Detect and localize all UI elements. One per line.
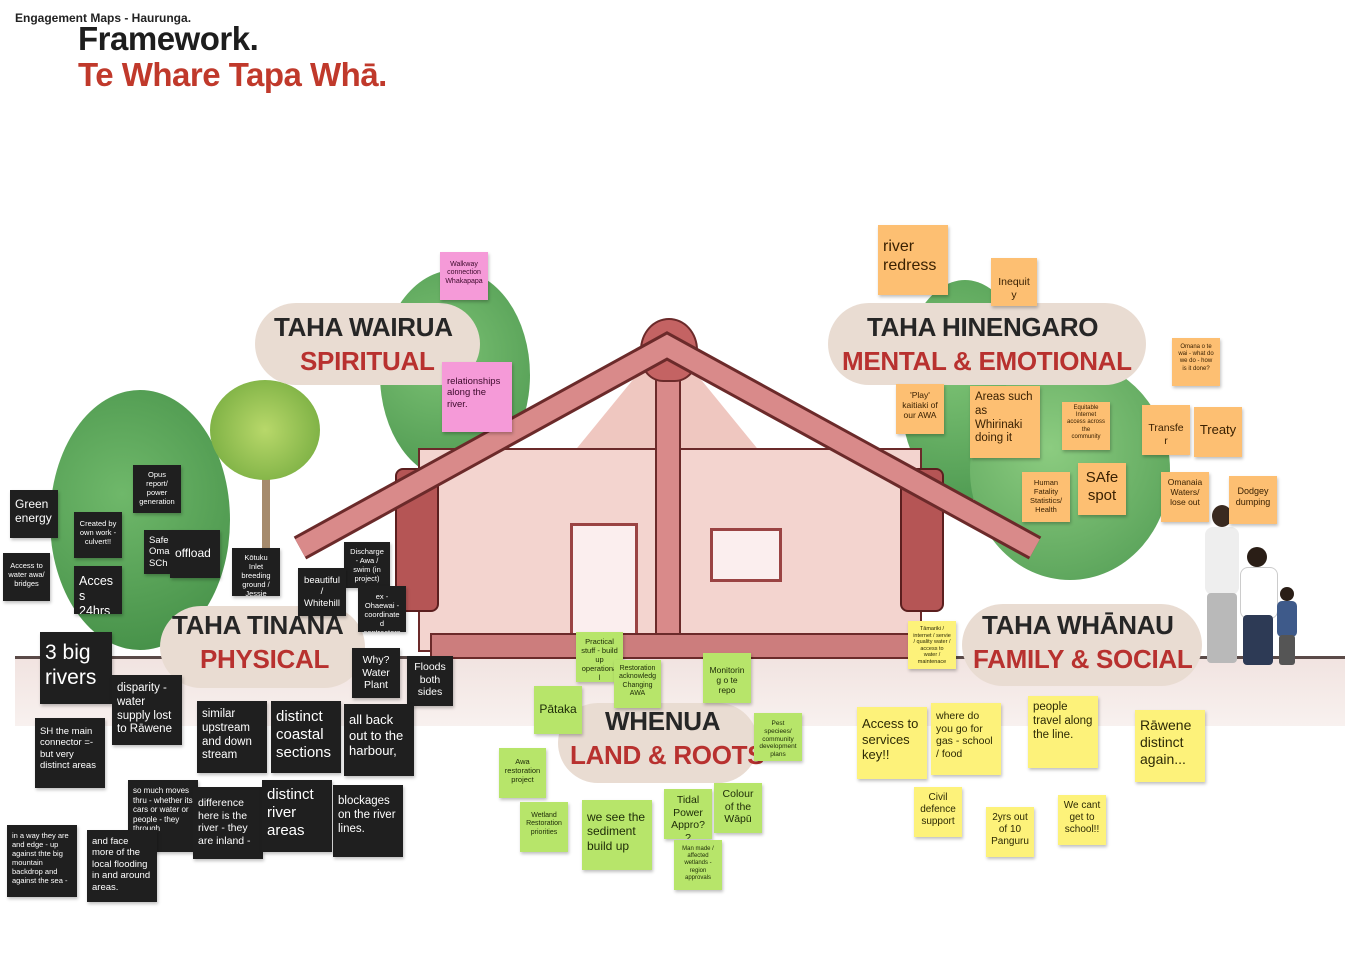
palm-trunk: [262, 460, 270, 580]
sticky-note-orange[interactable]: Treaty: [1194, 407, 1242, 457]
sticky-note-yellow[interactable]: where do you go for gas - school / food: [931, 703, 1001, 775]
sticky-note-orange[interactable]: river redress: [878, 225, 948, 295]
section-subtitle-whanau: FAMILY & SOCIAL: [973, 644, 1193, 674]
sticky-note-black[interactable]: Kōtuku Inlet breeding ground / Jessie Mc…: [232, 548, 280, 596]
sticky-note-green[interactable]: Tidal Power Appro??: [664, 789, 712, 839]
sticky-note-orange[interactable]: Areas such as Whirinaki doing it: [970, 386, 1040, 458]
house-window: [710, 528, 782, 582]
sticky-note-green[interactable]: Wetland Restoration priorities: [520, 802, 568, 852]
wharenui-illustration: [290, 318, 1060, 659]
sticky-note-black[interactable]: distinct coastal sections: [271, 701, 341, 773]
sticky-note-black[interactable]: Access to water awa/ bridges: [3, 553, 50, 601]
sticky-note-black[interactable]: Access 24hrs: [74, 566, 122, 614]
house-door: [570, 523, 638, 639]
sticky-note-orange[interactable]: Dodgey dumping: [1229, 476, 1277, 524]
sticky-note-black[interactable]: distinct river areas: [262, 780, 332, 852]
palm-leaves: [210, 380, 320, 480]
sticky-note-black[interactable]: all back out to the harbour,: [344, 704, 414, 776]
section-subtitle-whenua: LAND & ROOTS: [570, 740, 765, 770]
section-title-whenua: WHENUA: [605, 706, 721, 736]
sticky-note-green[interactable]: we see the sediment build up: [582, 800, 652, 870]
sticky-note-pink[interactable]: relationships along the river.: [442, 362, 512, 432]
sticky-note-yellow[interactable]: Access to services key!!: [857, 707, 927, 779]
sticky-note-black[interactable]: Floods both sides: [407, 656, 453, 706]
sticky-note-green[interactable]: Pest speciees/ community development pla…: [754, 713, 802, 761]
whenua-cloud: [558, 703, 758, 783]
sticky-note-yellow[interactable]: Tāmariki / internet / servie / quality w…: [908, 621, 956, 669]
sticky-note-black[interactable]: disparity - water supply lost to Rāwene: [112, 675, 182, 745]
sticky-note-orange[interactable]: Omana o te wai - what do we do - how is …: [1172, 338, 1220, 386]
house-porch: [430, 633, 914, 659]
board-title: Engagement Maps - Haurunga.: [15, 11, 192, 25]
sticky-note-orange[interactable]: Transfer: [1142, 405, 1190, 455]
sticky-note-yellow[interactable]: We cant get to school!!: [1058, 795, 1106, 845]
section-subtitle-hinengaro: MENTAL & EMOTIONAL: [842, 346, 1132, 376]
sticky-note-black[interactable]: Discharge - Awa / swim (in project): [344, 542, 390, 588]
section-title-wairua: TAHA WAIRUA: [274, 312, 453, 342]
sticky-note-black[interactable]: beautiful / Whitehill: [298, 568, 346, 616]
sticky-note-orange[interactable]: Omanaia Waters/ lose out: [1161, 472, 1209, 522]
sticky-note-green[interactable]: Awa restoration project: [499, 748, 546, 798]
sticky-note-black[interactable]: offload: [170, 530, 220, 578]
framework-heading: Framework.: [78, 20, 259, 57]
sticky-note-yellow[interactable]: Rāwene distinct again...: [1135, 710, 1205, 782]
hinengaro-cloud: [828, 303, 1146, 385]
sticky-note-orange[interactable]: Equitable Internet access across the com…: [1062, 402, 1110, 450]
sticky-note-black[interactable]: in a way they are and edge - up against …: [7, 825, 77, 897]
sticky-note-black[interactable]: and face more of the local flooding in a…: [87, 830, 157, 902]
sticky-note-black[interactable]: 3 big rivers: [40, 632, 112, 704]
sticky-note-green[interactable]: Colour of the Wāpū: [714, 783, 762, 833]
whanau-cloud: [962, 604, 1202, 686]
sticky-note-orange[interactable]: 'Play' kaitiaki of our AWA: [896, 384, 944, 434]
people-illustration: [1195, 505, 1305, 670]
sticky-note-green[interactable]: Practical stuff - build up operational: [576, 632, 623, 682]
sticky-note-pink[interactable]: Walkway connection Whakapapa: [440, 252, 488, 300]
framework-subheading: Te Whare Tapa Whā.: [78, 56, 387, 93]
sticky-note-black[interactable]: Created by own work - culvert!!: [74, 512, 122, 558]
sticky-note-black[interactable]: difference here is the river - they are …: [193, 787, 263, 859]
sticky-note-green[interactable]: Man made / affected wetlands - region ap…: [674, 840, 722, 890]
sticky-note-orange[interactable]: Inequity: [991, 258, 1037, 306]
roof-barge-boards: [293, 331, 1042, 560]
sticky-note-black[interactable]: ex - Ohaewai - coordinated contractors: [358, 586, 406, 632]
sticky-note-green[interactable]: Pātaka: [534, 686, 582, 734]
sticky-note-yellow[interactable]: people travel along the line.: [1028, 696, 1098, 768]
sticky-note-green[interactable]: Monitoring o te repo: [703, 653, 751, 703]
section-title-whanau: TAHA WHĀNAU: [982, 610, 1174, 640]
sticky-note-black[interactable]: SH the main connector =- but very distin…: [35, 718, 105, 788]
section-subtitle-tinana: PHYSICAL: [200, 644, 330, 674]
sticky-note-black[interactable]: Opus report/ power generation: [133, 465, 181, 513]
sticky-note-black[interactable]: similar upstream and down stream: [197, 701, 267, 773]
sticky-note-black[interactable]: Why? Water Plant: [352, 648, 400, 698]
house-centre-post: [655, 358, 681, 652]
sticky-note-black[interactable]: blockages on the river lines.: [333, 785, 403, 857]
sticky-note-black[interactable]: Green energy: [10, 490, 58, 538]
sticky-note-orange[interactable]: Human Fatality Statistics/ Health: [1022, 472, 1070, 522]
sticky-note-orange[interactable]: SAfe spot: [1078, 463, 1126, 515]
sticky-note-yellow[interactable]: 2yrs out of 10 Panguru: [986, 807, 1034, 857]
sticky-note-green[interactable]: Restoration acknowledg Changing AWA: [614, 660, 661, 708]
tinana-cloud: [160, 606, 365, 688]
section-title-hinengaro: TAHA HINENGARO: [867, 312, 1099, 342]
sticky-note-yellow[interactable]: Civil defence support: [914, 787, 962, 837]
section-subtitle-wairua: SPIRITUAL: [300, 346, 435, 376]
